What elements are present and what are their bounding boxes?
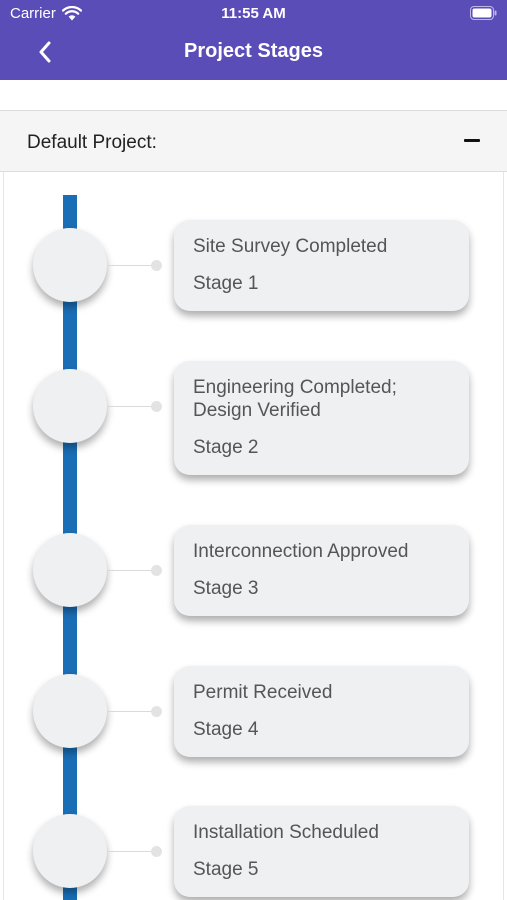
status-carrier: Carrier	[10, 5, 82, 22]
stage-title: Interconnection Approved	[193, 541, 409, 562]
stage-title: Permit Received	[193, 682, 333, 703]
stage-title: Site Survey Completed	[193, 236, 388, 257]
minus-icon	[464, 139, 480, 142]
stage-connector	[107, 851, 153, 852]
stage-connector	[107, 570, 153, 571]
back-button[interactable]	[30, 36, 60, 68]
stage-node	[33, 369, 107, 443]
stage-card-4[interactable]: Permit Received Stage 4	[174, 666, 469, 757]
wifi-icon	[61, 6, 82, 21]
stage-card-2[interactable]: Engineering Completed; Design Verified S…	[174, 361, 469, 475]
stage-connector	[107, 406, 153, 407]
connector-dot	[151, 565, 162, 576]
stage-card-3[interactable]: Interconnection Approved Stage 3	[174, 525, 469, 616]
project-section-header[interactable]: Default Project:	[0, 110, 507, 172]
stage-title: Engineering Completed; Design Verified	[193, 377, 397, 421]
stage-title: Installation Scheduled	[193, 822, 379, 843]
connector-dot	[151, 706, 162, 717]
connector-dot	[151, 846, 162, 857]
stage-number: Stage 3	[193, 578, 259, 599]
stage-card-5[interactable]: Installation Scheduled Stage 5	[174, 806, 469, 897]
chevron-left-icon	[39, 41, 51, 63]
stage-connector	[107, 265, 153, 266]
stage-node	[33, 533, 107, 607]
carrier-label: Carrier	[10, 5, 56, 22]
stage-number: Stage 5	[193, 859, 259, 880]
connector-dot	[151, 401, 162, 412]
stage-card-1[interactable]: Site Survey Completed Stage 1	[174, 220, 469, 311]
connector-dot	[151, 260, 162, 271]
stage-node	[33, 814, 107, 888]
status-time: 11:55 AM	[221, 5, 286, 22]
battery-icon	[470, 6, 497, 20]
stage-node	[33, 228, 107, 302]
section-title: Default Project:	[27, 132, 157, 153]
stage-number: Stage 4	[193, 719, 259, 740]
collapse-button[interactable]	[461, 129, 485, 153]
page-title: Project Stages	[184, 40, 323, 62]
stage-node	[33, 674, 107, 748]
stage-number: Stage 2	[193, 437, 259, 458]
app-header: Carrier 11:55 AM Project Stages	[0, 0, 507, 80]
stage-number: Stage 1	[193, 273, 259, 294]
stage-connector	[107, 711, 153, 712]
